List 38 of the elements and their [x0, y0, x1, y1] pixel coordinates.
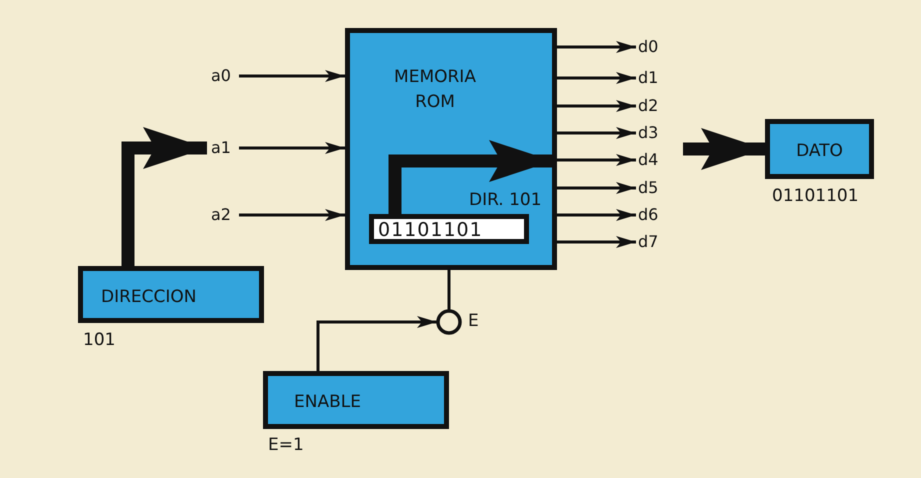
node-label: MEMORIA ROM	[393, 66, 477, 114]
arrow	[557, 154, 636, 166]
signal-label: d0	[638, 38, 660, 56]
arrow	[557, 127, 636, 139]
connector-line	[448, 270, 450, 310]
signal-label: d2	[638, 97, 660, 115]
signal-label: d6	[638, 206, 660, 224]
signal-label: d4	[638, 151, 660, 169]
arrow	[557, 72, 636, 84]
node-label: DATO	[795, 142, 844, 161]
node-caption: 101	[83, 331, 116, 350]
arrow	[557, 209, 636, 221]
thick-arrow	[122, 127, 207, 266]
arrow	[557, 100, 636, 112]
arrow	[239, 70, 345, 82]
arrow	[316, 316, 437, 371]
arrow	[557, 182, 636, 194]
signal-label: a1	[211, 139, 233, 157]
signal-label: d7	[638, 233, 660, 251]
node-label: 01101101	[378, 220, 483, 240]
arrow	[239, 209, 345, 221]
signal-label: d1	[638, 69, 660, 87]
signal-label: d5	[638, 179, 660, 197]
arrow	[239, 142, 345, 154]
process-box	[345, 28, 557, 270]
node-caption: E	[468, 312, 479, 331]
signal-label: a2	[211, 206, 233, 224]
thick-arrow	[388, 140, 553, 214]
arrow	[557, 41, 636, 53]
thick-arrow	[683, 128, 765, 170]
node-caption: 01101101	[772, 187, 859, 206]
signal-label: a0	[211, 67, 233, 85]
node-label: DIRECCION	[101, 288, 197, 307]
node-label: ENABLE	[294, 393, 361, 412]
signal-label: d3	[638, 124, 660, 142]
node-caption: E=1	[268, 436, 304, 455]
arrow	[557, 236, 636, 248]
node-caption: DIR. 101	[469, 191, 542, 210]
